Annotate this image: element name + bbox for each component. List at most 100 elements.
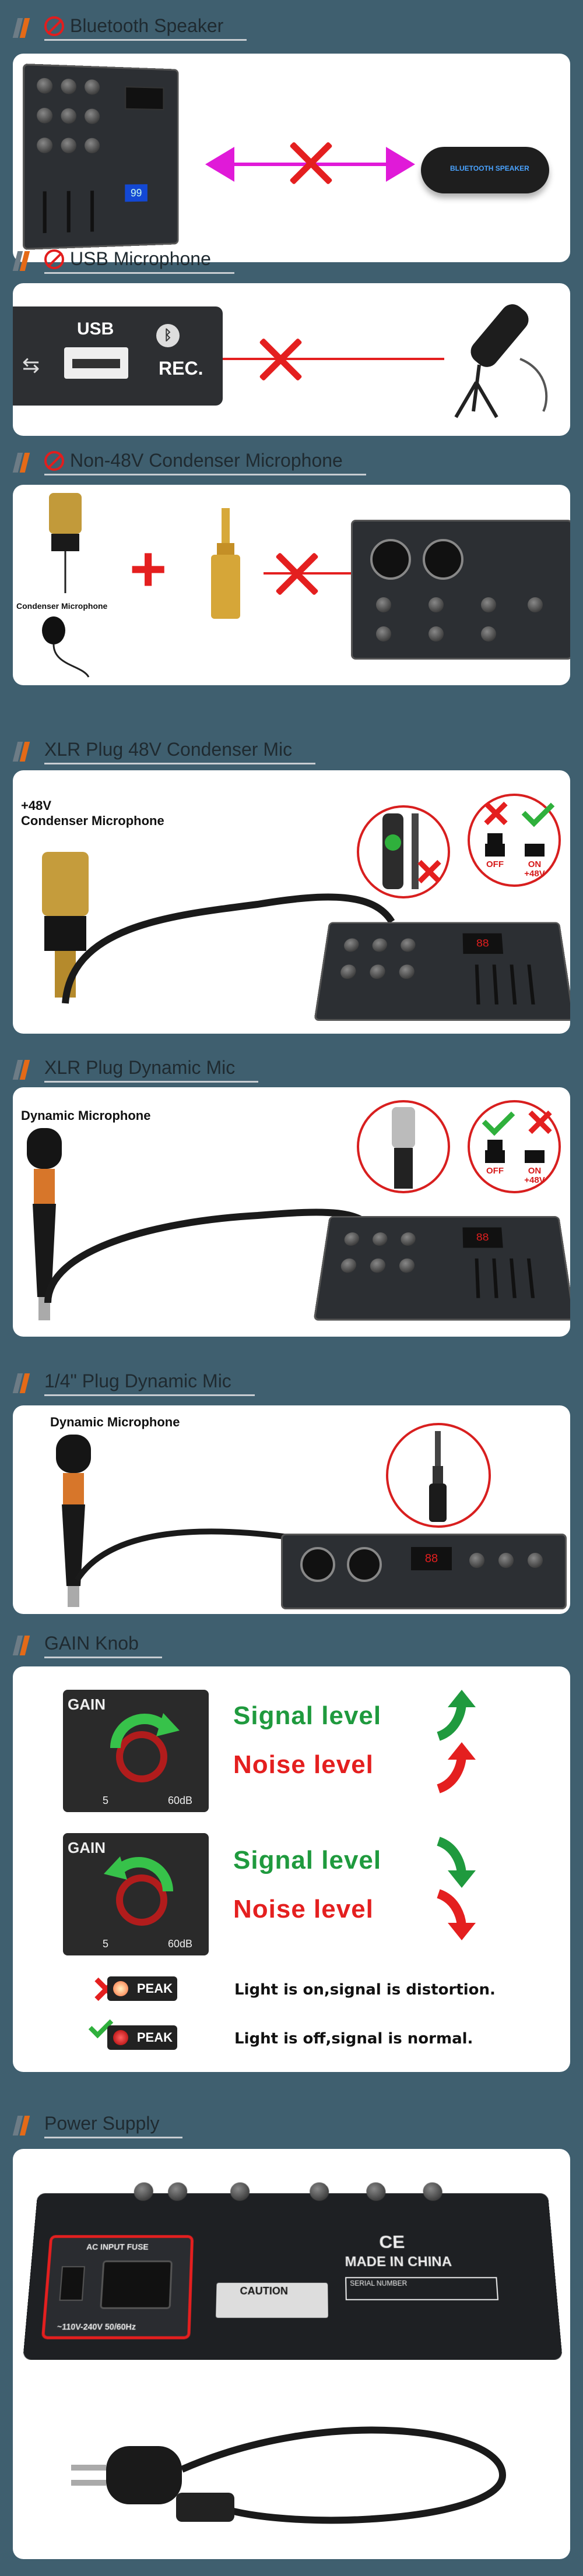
section-title: USB Microphone <box>70 248 211 270</box>
usb-port-panel: USB ⇆ ᛒ REC. <box>13 306 223 406</box>
fuse-label: AC INPUT FUSE <box>86 2242 149 2251</box>
section-header-bluetooth: Bluetooth Speaker <box>13 12 247 44</box>
mixer-image: 88 <box>281 1534 567 1609</box>
mixer-rear-image: AC INPUT FUSE ~110V-240V 50/60Hz CAUTION… <box>23 2193 563 2360</box>
mic-label: Dynamic Microphone <box>50 1415 180 1430</box>
section-header-quarter: 1/4" Plug Dynamic Mic <box>13 1367 255 1400</box>
section-header-power: Power Supply <box>13 2109 182 2142</box>
ac-input-highlight: AC INPUT FUSE ~110V-240V 50/60Hz <box>41 2235 194 2339</box>
header-mark-icon <box>13 250 36 272</box>
quarter-plug-zoom <box>386 1423 491 1528</box>
ce-mark: CE <box>379 2232 405 2253</box>
knob-max: 60dB <box>168 1938 192 1950</box>
arrow-down-red-icon <box>433 1888 479 1940</box>
knob-max: 60dB <box>168 1795 192 1807</box>
card-bluetooth: 99 BLUETOOTH SPEAKER <box>13 54 570 262</box>
mic-label-condenser: Condenser Microphone <box>21 813 164 829</box>
quarter-inch-plug-icon <box>388 1425 489 1525</box>
not-supported-x-icon <box>286 138 336 188</box>
knob-min: 5 <box>103 1938 108 1950</box>
on-label: ON +48V <box>520 860 549 879</box>
header-mark-icon <box>13 2115 36 2137</box>
check-icon <box>482 1103 515 1136</box>
condenser-mic-image <box>36 491 94 595</box>
voltage-label: ~110V-240V 50/60Hz <box>57 2322 136 2331</box>
usb-port-label: USB <box>77 319 114 339</box>
knob-min: 5 <box>103 1795 108 1807</box>
statement-on: Light is on,signal is distortion. <box>234 1981 496 1999</box>
xlr-zoom-circle <box>357 1100 450 1193</box>
xlr-zoom-circle <box>357 805 450 898</box>
x-icon <box>528 1111 552 1134</box>
xlr-plug-icon <box>359 1102 448 1191</box>
header-mark-icon <box>13 1634 36 1657</box>
bluetooth-speaker-image: BLUETOOTH SPEAKER <box>421 147 549 193</box>
caution-text: CAUTION <box>240 2285 288 2297</box>
rotate-ccw-arrow-icon <box>98 1851 185 1938</box>
off-switch-icon <box>485 1140 505 1163</box>
on-switch-icon <box>525 1140 545 1163</box>
iec-socket-icon <box>100 2260 173 2309</box>
not-supported-x-icon <box>255 334 305 385</box>
peak-indicator-on: PEAK <box>107 1976 177 2001</box>
card-non48v: Condenser Microphone + <box>13 485 570 685</box>
header-mark-icon <box>13 1059 36 1081</box>
section-header-xlr48v: XLR Plug 48V Condenser Mic <box>13 735 315 768</box>
power-cord-image <box>36 2394 549 2551</box>
phantom-switch-zoom: OFF ON +48V <box>468 794 561 887</box>
header-mark-icon <box>13 741 36 763</box>
mixer-image: 99 <box>23 64 179 250</box>
noise-level-1: Noise level <box>233 1750 374 1779</box>
peak-label: PEAK <box>137 1981 173 1996</box>
section-title: Non-48V Condenser Microphone <box>70 450 343 471</box>
prohibited-icon <box>44 249 64 269</box>
gain-knob-image-1: GAIN 5 60dB <box>63 1690 209 1812</box>
speaker-label: BLUETOOTH SPEAKER <box>450 164 529 172</box>
header-mark-icon <box>13 17 36 39</box>
card-xlr48v: +48V Condenser Microphone OFF ON +48V 88 <box>13 770 570 1034</box>
gain-knob-image-2: GAIN 5 60dB <box>63 1833 209 1955</box>
statement-off: Light is off,signal is normal. <box>234 2030 473 2048</box>
rec-label: REC. <box>159 358 203 379</box>
phantom-switch-zoom: OFF ON +48V <box>468 1100 561 1193</box>
section-title: XLR Plug 48V Condenser Mic <box>44 739 292 760</box>
signal-level-1: Signal level <box>233 1701 381 1731</box>
signal-level-2: Signal level <box>233 1846 381 1875</box>
plus-sign: + <box>129 537 167 601</box>
card-usb: USB ⇆ ᛒ REC. <box>13 283 570 436</box>
peak-indicator-off: PEAK <box>107 2025 177 2050</box>
off-label: OFF <box>482 860 508 869</box>
serial-box: SERIAL NUMBER <box>345 2277 498 2300</box>
adapter-plug-image <box>199 508 252 625</box>
peak-label: PEAK <box>137 2030 173 2045</box>
not-supported-x-icon <box>417 860 441 883</box>
card-gain: GAIN 5 60dB Signal level Noise level GAI… <box>13 1666 570 2072</box>
check-icon <box>522 794 555 827</box>
arrow-down-green-icon <box>433 1835 479 1888</box>
not-supported-x-icon <box>272 549 322 599</box>
mic-label: Dynamic Microphone <box>21 1108 150 1123</box>
caution-label: CAUTION <box>216 2283 328 2318</box>
section-title: GAIN Knob <box>44 1633 139 1654</box>
section-title: Bluetooth Speaker <box>70 15 223 37</box>
serial-label: SERIAL NUMBER <box>350 2279 407 2288</box>
on-label: ON +48V <box>520 1167 549 1185</box>
header-mark-icon <box>13 452 36 474</box>
usb-microphone-image <box>433 295 561 423</box>
arrow-up-green-icon <box>433 1690 479 1742</box>
header-mark-icon <box>13 1372 36 1394</box>
made-in-label: MADE IN CHINA <box>345 2254 452 2270</box>
bluetooth-icon: ᛒ <box>156 324 180 347</box>
section-header-xlrdyn: XLR Plug Dynamic Mic <box>13 1053 258 1086</box>
mixer-image: 88 <box>313 1216 570 1320</box>
lavalier-mic-image <box>36 613 106 683</box>
prohibited-icon <box>44 451 64 471</box>
noise-level-2: Noise level <box>233 1895 374 1924</box>
off-switch-icon <box>485 833 505 857</box>
prohibited-icon <box>44 16 64 36</box>
arrow-up-red-icon <box>433 1742 479 1795</box>
section-header-non48v: Non-48V Condenser Microphone <box>13 446 366 479</box>
section-header-usb: USB Microphone <box>13 245 234 277</box>
x-icon <box>484 802 507 825</box>
card-quarter: Dynamic Microphone 88 <box>13 1405 570 1614</box>
